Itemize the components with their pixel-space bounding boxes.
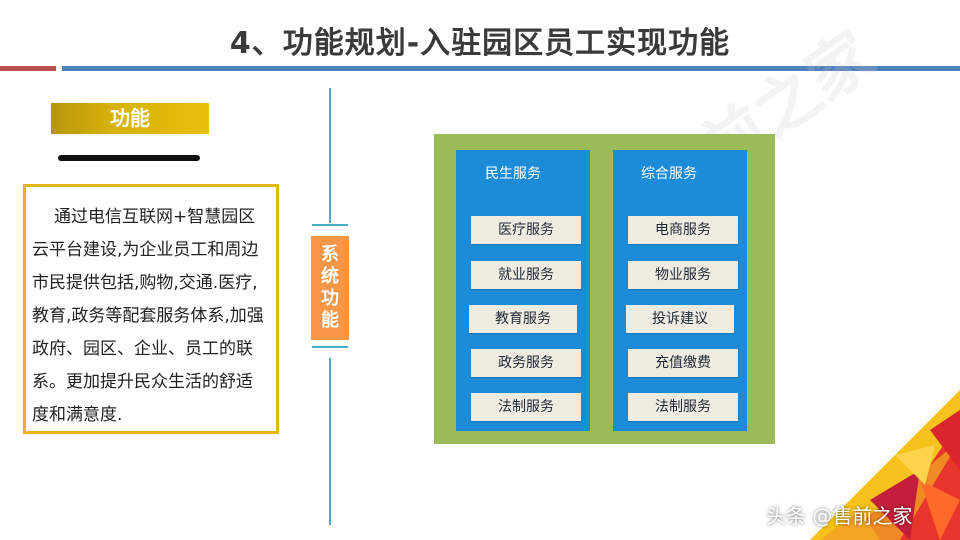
column-livelihood-services: 民生服务 [456, 150, 590, 431]
column-title: 民生服务 [485, 166, 541, 182]
description-text: 通过电信互联网+智慧园区云平台建设,为企业员工和周边市民提供包括,购物,交通.医… [32, 207, 264, 425]
divider-line-bottom [329, 358, 331, 525]
service-item: 教育服务 [469, 305, 577, 333]
column-general-services: 综合服务 [613, 150, 747, 431]
description-box: 通过电信互联网+智慧园区云平台建设,为企业员工和周边市民提供包括,购物,交通.医… [23, 184, 279, 434]
column-title: 综合服务 [641, 166, 697, 182]
service-item: 充值缴费 [628, 349, 738, 377]
title-underline-red [0, 66, 56, 71]
service-item: 政务服务 [471, 349, 581, 377]
source-credit: 头条 @售前之家 [766, 504, 913, 528]
service-item: 电商服务 [628, 216, 738, 244]
divider-line-top [329, 88, 331, 223]
title-underline-blue [62, 66, 960, 71]
system-function-label: 系统功能 [311, 236, 349, 340]
divider-tick-top [312, 224, 348, 226]
divider-tick-bottom [312, 346, 348, 348]
function-label: 功能 [51, 103, 209, 134]
service-item: 医疗服务 [471, 216, 581, 244]
service-item: 法制服务 [628, 393, 738, 421]
service-item: 投诉建议 [626, 305, 734, 333]
corner-decoration [720, 380, 960, 540]
service-item: 法制服务 [471, 393, 581, 421]
function-underline [58, 155, 200, 161]
system-function-text: 系统功能 [321, 244, 339, 331]
service-item: 就业服务 [471, 261, 581, 289]
service-item: 物业服务 [628, 261, 738, 289]
slide-title: 4、功能规划-入驻园区员工实现功能 [229, 26, 731, 61]
